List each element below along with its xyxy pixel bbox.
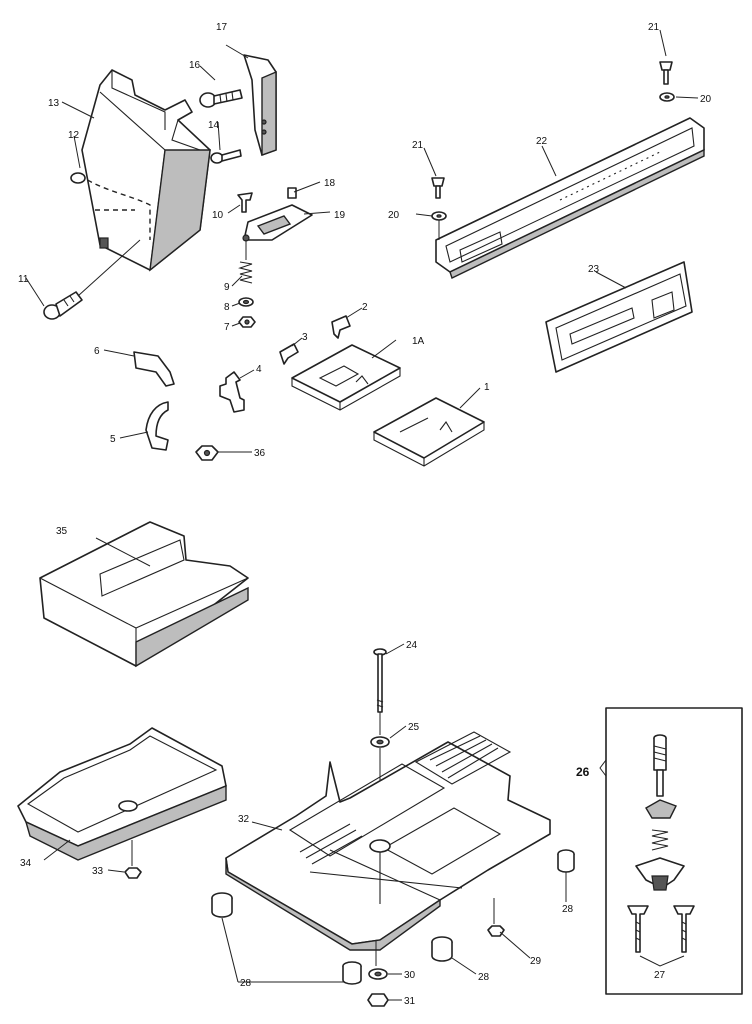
part-14-screw: [210, 149, 242, 164]
part-30-washer: [368, 968, 388, 980]
label-part-6: 6: [94, 346, 100, 357]
part-8-washer: [238, 297, 254, 307]
part-20-washer-left: [431, 211, 447, 221]
part-17-handle: [243, 54, 277, 156]
label-part-20-left: 20: [388, 210, 400, 221]
part-28-foot-center: [342, 961, 362, 985]
part-9-spring: [238, 261, 253, 284]
part-34-drip-tray: [17, 727, 227, 861]
label-part-23: 23: [588, 264, 600, 275]
part-36-nut: [195, 445, 219, 461]
label-part-11: 11: [18, 274, 29, 285]
label-part-12: 12: [68, 130, 80, 141]
label-part-14: 14: [208, 120, 220, 131]
part-13-housing: [70, 69, 211, 272]
part-3-clip: [279, 343, 299, 365]
part-11-screw: [43, 291, 83, 320]
label-part-3: 3: [302, 332, 308, 343]
label-part-28-right: 28: [478, 972, 490, 983]
part-2-clip: [331, 315, 351, 339]
label-part-33: 33: [92, 866, 104, 877]
part-35-tray: [39, 521, 249, 668]
part-32-base-frame: [225, 731, 551, 951]
part-labels: 17 16 13 12 14 11 10 18 19 9 8 7 2 3 1A …: [18, 22, 712, 1007]
part-6-bracket: [133, 351, 175, 387]
label-part-1: 1: [484, 382, 490, 393]
part-28-foot-right: [431, 936, 453, 962]
label-part-21-left: 21: [412, 140, 424, 151]
label-part-9: 9: [224, 282, 230, 293]
part-21-screw-left: [431, 177, 445, 199]
label-part-2: 2: [362, 302, 368, 313]
part-18-pin: [287, 187, 297, 199]
part-25-washer: [370, 736, 390, 748]
part-29-fastener: [487, 925, 505, 937]
label-part-24: 24: [406, 640, 418, 651]
label-part-4: 4: [256, 364, 262, 375]
label-part-7: 7: [224, 322, 230, 333]
label-part-10: 10: [212, 210, 224, 221]
part-16-screw: [199, 89, 243, 108]
label-part-20-top: 20: [700, 94, 712, 105]
part-19-plate: [242, 204, 313, 242]
part-23-rating-plate: [545, 261, 693, 373]
label-part-16: 16: [189, 60, 201, 71]
label-part-18: 18: [324, 178, 336, 189]
part-10-pin: [237, 192, 253, 213]
label-part-36: 36: [254, 448, 266, 459]
part-1-plate: [373, 397, 485, 467]
part-28-foot-far-right: [557, 849, 575, 873]
label-part-27: 27: [654, 970, 666, 981]
label-part-32: 32: [238, 814, 250, 825]
label-part-17: 17: [216, 22, 228, 33]
part-24-bolt: [373, 648, 387, 713]
label-part-28-left: 28: [240, 978, 252, 989]
label-part-5: 5: [110, 434, 116, 445]
part-7-nut: [238, 316, 256, 328]
label-part-25: 25: [408, 722, 420, 733]
label-part-8: 8: [224, 302, 230, 313]
label-part-26: 26: [576, 765, 590, 779]
part-20-washer-top: [659, 92, 675, 102]
label-part-19: 19: [334, 210, 346, 221]
label-part-1a: 1A: [412, 336, 425, 347]
label-part-28-far-right: 28: [562, 904, 574, 915]
label-part-30: 30: [404, 970, 416, 981]
part-21-screw-top: [659, 61, 673, 85]
part-4-bracket: [219, 371, 245, 413]
label-part-21-top: 21: [648, 22, 660, 33]
label-part-35: 35: [56, 526, 68, 537]
part-33-fastener: [124, 867, 142, 879]
part-22-panel: [435, 117, 705, 279]
part-5-clip: [145, 401, 169, 451]
part-31-nut: [367, 993, 389, 1007]
label-part-22: 22: [536, 136, 548, 147]
label-part-31: 31: [404, 996, 416, 1007]
part-26-inset-box: [599, 707, 743, 995]
part-28-foot-left: [211, 892, 233, 918]
label-part-13: 13: [48, 98, 60, 109]
part-1a-plate: [291, 344, 401, 411]
label-part-34: 34: [20, 858, 32, 869]
leader-lines: [25, 29, 699, 1001]
label-part-29: 29: [530, 956, 542, 967]
